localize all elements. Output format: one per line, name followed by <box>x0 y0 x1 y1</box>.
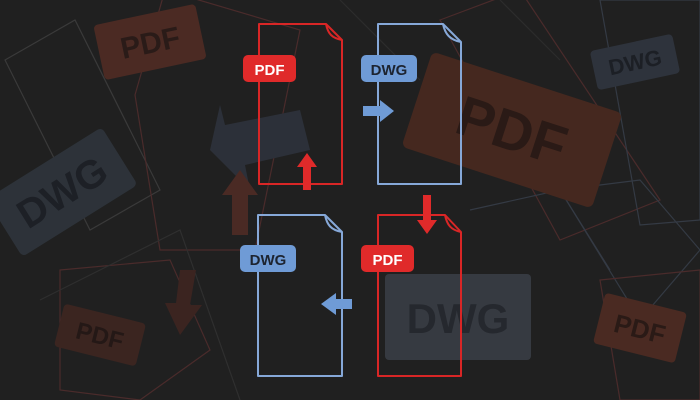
document-pdf-top-left: PDF <box>243 23 343 185</box>
bg-doc-outline <box>599 0 700 226</box>
file-type-label: DWG <box>371 62 408 79</box>
page-fold-icon <box>442 23 462 43</box>
bg-doc-outline <box>599 269 700 400</box>
bg-tag-pdf-large: PDF <box>403 53 621 207</box>
file-type-badge <box>243 55 296 82</box>
bg-tag-pdf-bottom: PDF <box>54 304 146 366</box>
file-type-badge <box>361 55 417 82</box>
bg-arrow-down-icon <box>165 270 202 335</box>
arrow-right-icon <box>363 100 394 122</box>
arrow-down-icon <box>417 195 437 234</box>
bg-doc-outline <box>59 259 211 400</box>
bg-doc-outline <box>39 229 241 400</box>
arrow-left-icon <box>321 293 352 315</box>
document-dwg-top-right: DWG <box>361 23 462 185</box>
page-fold-icon <box>324 214 343 233</box>
bg-tag-dwg-bottom: DWG <box>385 274 531 360</box>
page-fold-icon <box>325 23 343 41</box>
page-fold-icon <box>444 214 462 233</box>
bg-tag-dwg: DWG <box>590 34 680 90</box>
bg-doc-outline <box>559 179 700 322</box>
file-type-label: PDF <box>373 252 403 269</box>
document-pdf-bottom-right: PDF <box>361 214 462 377</box>
bg-tag-pdf: PDF <box>94 4 206 80</box>
document-outline <box>257 214 343 377</box>
bg-tag-dwg-bottom-label: DWG <box>407 295 510 342</box>
bg-tag-pdf-bottom-right: PDF <box>593 293 687 363</box>
document-outline <box>377 214 462 377</box>
file-type-label: DWG <box>250 252 287 269</box>
document-dwg-bottom-left: DWG <box>240 214 343 377</box>
bg-tag-dwg-left: DWG <box>0 129 136 255</box>
arrow-up-icon <box>297 153 317 190</box>
document-outline <box>258 23 343 185</box>
document-outline <box>377 23 462 185</box>
bg-arrow-up-icon <box>222 170 258 235</box>
file-type-badge <box>361 245 414 272</box>
file-type-badge <box>240 245 296 272</box>
file-type-label: PDF <box>255 62 285 79</box>
